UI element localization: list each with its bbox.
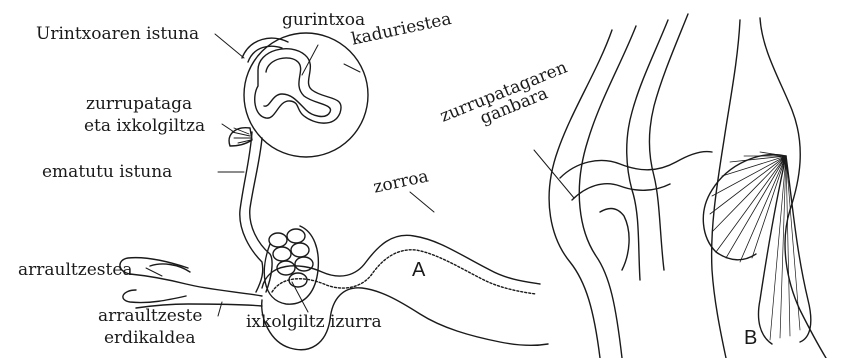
b-fan-muscle: [703, 152, 811, 344]
label-eta-ixkolgiltza: eta ixkolgiltza: [84, 118, 205, 135]
panel-label-b: B: [744, 328, 757, 348]
b-right-wall-2: [760, 18, 826, 358]
b-wall-4: [650, 14, 689, 270]
label-gurintxoa: gurintxoa: [282, 12, 365, 29]
b-wall-2: [579, 26, 636, 358]
ovary-top: [130, 274, 262, 296]
label-zurrupataga: zurrupataga: [86, 96, 192, 113]
label-arraultzeste: arraultzeste: [98, 308, 202, 325]
ovary-finger-3: [150, 264, 190, 272]
b-chamber-lip: [600, 209, 629, 270]
label-ixkolgiltz-izurra: ixkolgiltz izurra: [246, 314, 382, 331]
b-leader: [534, 150, 574, 198]
label-erdikaldea: erdikaldea: [104, 330, 195, 347]
bursa-inner: [272, 250, 536, 294]
label-arraultzestea: arraultzestea: [18, 262, 133, 279]
accessory-gland-cluster: [269, 229, 313, 287]
b-chamber-outer: [560, 151, 712, 178]
panel-label-a: A: [412, 260, 425, 280]
b-right-wall-1: [712, 20, 740, 358]
sperm-duct-right: [250, 138, 272, 292]
label-ematutu-istuna: ematutu istuna: [42, 164, 172, 181]
label-urintxoaren-istuna: Urintxoaren istuna: [36, 26, 199, 43]
gland-inner: [264, 58, 331, 117]
gland-outline: [255, 49, 341, 123]
ovary-finger-2: [123, 290, 186, 303]
